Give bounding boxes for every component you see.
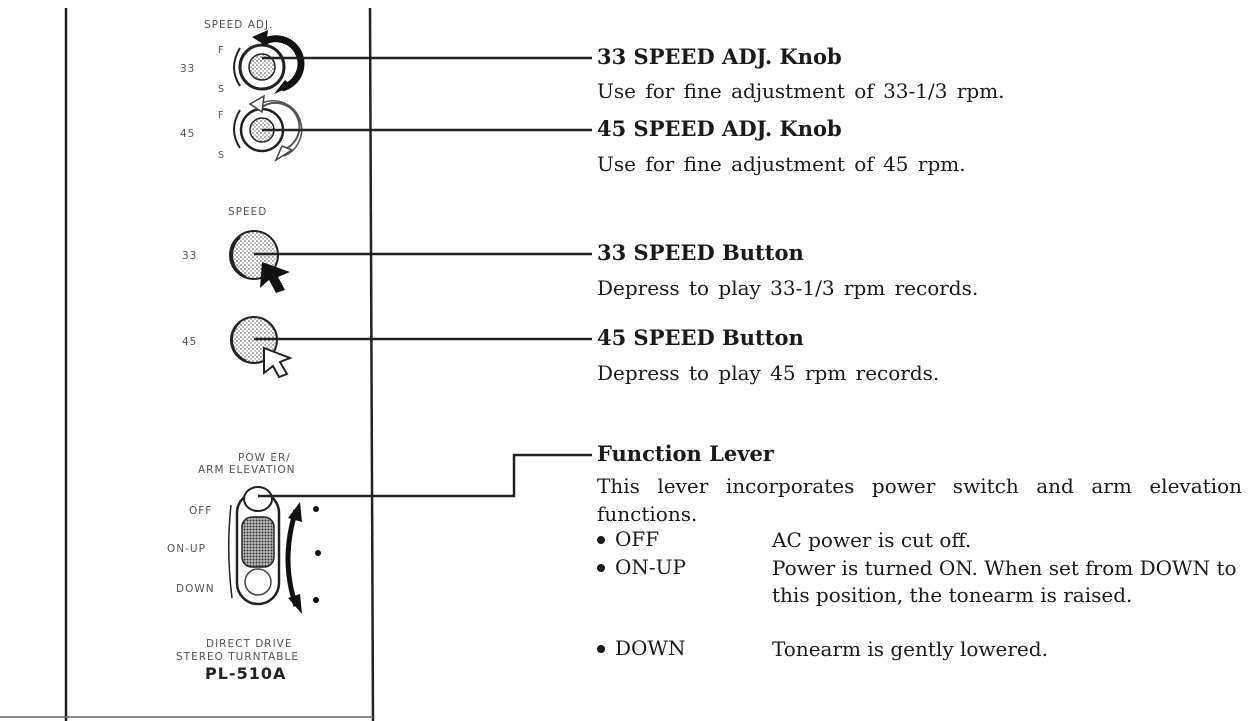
bullet-dot-icon — [597, 536, 605, 544]
item-33-button-description: Depress to play 33-1/3 rpm records. — [597, 276, 979, 300]
knob-45-f-label: F — [218, 110, 225, 121]
speed-adj-45-knob-icon — [233, 94, 303, 162]
bullet-down: DOWN Tonearm is gently lowered. — [597, 636, 1247, 664]
bullet-text: Power is turned ON. When set from DOWN t… — [772, 556, 1237, 607]
panel-border — [0, 7, 375, 721]
button-33-label: 33 — [182, 250, 198, 262]
bullet-text: AC power is cut off. — [772, 528, 972, 552]
speed-45-button-icon — [230, 316, 293, 379]
model-label: PL-510A — [205, 664, 287, 683]
leader-lines — [254, 56, 592, 498]
bullet-text: Tonearm is gently lowered. — [772, 637, 1048, 661]
item-33-knob-heading: 33 SPEED ADJ. Knob — [597, 44, 842, 69]
item-33-knob-description: Use for fine adjustment of 33-1/3 rpm. — [597, 79, 1005, 103]
item-45-knob-description: Use for fine adjustment of 45 rpm. — [597, 152, 966, 176]
position-onup-label: ON-UP — [167, 543, 206, 555]
item-45-button-description: Depress to play 45 rpm records. — [597, 361, 940, 385]
bullet-off: OFF AC power is cut off. — [597, 527, 1247, 555]
function-header-line2: ARM ELEVATION — [198, 464, 296, 476]
function-lever-heading: Function Lever — [597, 441, 774, 466]
item-33-button-heading: 33 SPEED Button — [597, 240, 804, 265]
knob-33-label: 33 — [180, 63, 196, 75]
position-off-label: OFF — [189, 505, 213, 517]
speed-33-button-icon — [229, 230, 290, 293]
function-lever-icon — [228, 486, 321, 614]
speed-adj-label: SPEED ADJ. — [204, 19, 274, 31]
speed-adj-33-knob-icon — [233, 30, 305, 94]
button-45-label: 45 — [182, 336, 198, 348]
knob-33-s-label: S — [218, 84, 226, 95]
bullet-onup: ON-UP Power is turned ON. When set from … — [597, 555, 1247, 639]
item-45-button-heading: 45 SPEED Button — [597, 325, 804, 350]
knob-45-s-label: S — [218, 150, 226, 161]
panel-footer-line1: DIRECT DRIVE — [206, 638, 293, 650]
bullet-term: DOWN — [615, 636, 686, 660]
item-45-knob-heading: 45 SPEED ADJ. Knob — [597, 116, 842, 141]
bullet-term: OFF — [615, 527, 660, 551]
bullet-dot-icon — [597, 564, 605, 572]
panel-footer-line2: STEREO TURNTABLE — [176, 651, 299, 663]
speed-label: SPEED — [228, 206, 268, 218]
function-lever-description: This lever incorporates power switch and… — [597, 474, 1242, 526]
bullet-term: ON-UP — [615, 555, 686, 579]
knob-45-label: 45 — [180, 128, 196, 140]
function-header-line1: POW ER/ — [238, 452, 291, 464]
bullet-dot-icon — [597, 645, 605, 653]
leader-line-function-lever — [258, 453, 592, 498]
position-down-label: DOWN — [176, 583, 215, 595]
knob-33-f-label: F — [218, 45, 225, 56]
